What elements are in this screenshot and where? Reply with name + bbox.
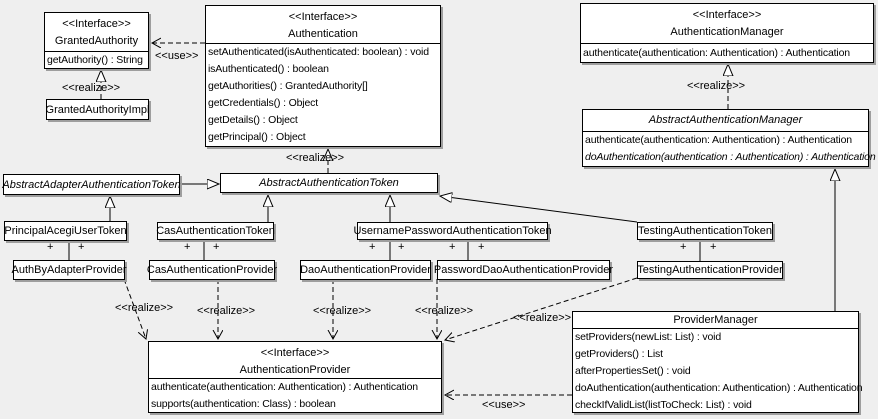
class-password-dao-authentication-provider: PasswordDaoAuthenticationProvider (433, 260, 614, 280)
class-name: AuthenticationManager (670, 26, 784, 38)
realize-label: <<realize>> (513, 312, 572, 324)
class-name: PrincipalAcegiUserToken (4, 225, 127, 237)
class-name: ProviderManager (673, 314, 758, 326)
class-name: Authentication (288, 28, 358, 40)
realize-label: <<realize>> (687, 80, 746, 92)
class-testing-authentication-token: TestingAuthenticationToken (637, 222, 773, 240)
class-name: AuthByAdapterProvider (11, 264, 127, 276)
realize-label: <<realize>> (115, 302, 174, 314)
class-username-password-authentication-token: UsernamePasswordAuthenticationToken (353, 222, 552, 240)
multiplicity: + (398, 241, 405, 253)
method: setAuthenticated(isAuthenticated: boolea… (208, 46, 429, 58)
stereotype: <<Interface>> (260, 347, 330, 359)
realize-arrow-testing-authentication-provider (445, 277, 638, 340)
class-name: GrantedAuthorityImpl (45, 103, 150, 116)
class-authentication-provider: <<Interface>> AuthenticationProvider aut… (148, 341, 442, 413)
realize-label: <<realize>> (313, 305, 372, 317)
class-principal-acegi-user-token: PrincipalAcegiUserToken (4, 221, 127, 241)
class-name: CasAuthenticationToken (156, 225, 275, 237)
class-dao-authentication-provider: DaoAuthenticationProvider (300, 260, 431, 280)
class-name: AbstractAdapterAuthenticationToken (2, 178, 181, 191)
multiplicity: + (47, 241, 54, 253)
method: checkIfValidList(listToCheck: List) : vo… (575, 399, 752, 411)
class-name: CasAuthenticationProvider (146, 264, 278, 276)
class-name: TestingAuthenticationProvider (637, 264, 783, 276)
method: getPrincipal() : Object (208, 131, 306, 143)
method: setProviders(newList: List) : void (575, 331, 722, 343)
multiplicity: + (213, 241, 220, 253)
class-cas-authentication-token: CasAuthenticationToken (156, 222, 275, 240)
method: getProviders() : List (575, 348, 663, 360)
class-granted-authority: <<Interface>> GrantedAuthority getAuthor… (44, 12, 149, 69)
class-name: AuthenticationProvider (239, 364, 351, 376)
method: getAuthorities() : GrantedAuthority[] (208, 80, 368, 92)
multiplicity: + (478, 241, 485, 253)
class-name: UsernamePasswordAuthenticationToken (353, 225, 552, 237)
realize-label: <<realize>> (415, 305, 474, 317)
class-abstract-adapter-authentication-token: AbstractAdapterAuthenticationToken (2, 174, 181, 195)
stereotype: <<Interface>> (62, 18, 131, 30)
class-name: TestingAuthenticationToken (638, 225, 772, 237)
method: isAuthenticated() : boolean (208, 63, 329, 75)
method: authenticate(authentication: Authenticat… (585, 134, 852, 146)
method: getCredentials() : Object (208, 97, 319, 109)
method: getAuthority() : String (47, 54, 143, 66)
class-name: AbstractAuthenticationToken (259, 177, 399, 189)
use-label: <<use>> (155, 50, 199, 62)
method: doAuthentication(authentication : Authen… (585, 151, 876, 163)
multiplicity: + (710, 241, 717, 253)
realize-label: <<realize>> (62, 82, 121, 94)
realize-label: <<realize>> (197, 305, 256, 317)
multiplicity: + (369, 241, 376, 253)
method: authenticate(authentication: Authenticat… (151, 381, 418, 393)
method: doAuthentication(authentication: Authent… (575, 382, 863, 394)
class-testing-authentication-provider: TestingAuthenticationProvider (637, 261, 783, 279)
class-name: PasswordDaoAuthenticationProvider (433, 264, 614, 276)
method: supports(authentication: Class) : boolea… (151, 398, 336, 410)
method: afterPropertiesSet() : void (575, 365, 691, 377)
class-abstract-authentication-manager: AbstractAuthenticationManager authentica… (582, 109, 876, 167)
class-cas-authentication-provider: CasAuthenticationProvider (146, 260, 278, 280)
method: getDetails() : Object (208, 114, 298, 126)
realize-arrow-auth-by-adapter-provider (123, 278, 146, 339)
realize-label: <<realize>> (286, 152, 345, 164)
class-name: GrantedAuthority (54, 35, 139, 47)
use-label: <<use>> (482, 399, 526, 411)
multiplicity: + (449, 241, 456, 253)
class-name: DaoAuthenticationProvider (300, 264, 431, 276)
multiplicity: + (78, 241, 85, 253)
class-auth-by-adapter-provider: AuthByAdapterProvider (11, 260, 127, 280)
method: authenticate(authentication: Authenticat… (583, 47, 850, 59)
generalization-testing-authentication-token (440, 196, 638, 223)
class-abstract-authentication-token: AbstractAuthenticationToken (220, 173, 438, 193)
class-granted-authority-impl: GrantedAuthorityImpl (46, 99, 149, 120)
stereotype: <<Interface>> (692, 9, 762, 21)
class-authentication: <<Interface>> Authentication setAuthenti… (205, 5, 441, 147)
class-authentication-manager: <<Interface>> AuthenticationManager auth… (580, 3, 874, 63)
class-provider-manager: ProviderManager setProviders(newList: Li… (572, 311, 863, 413)
stereotype: <<Interface>> (288, 11, 358, 23)
multiplicity: + (680, 241, 687, 253)
multiplicity: + (184, 241, 191, 253)
class-name: AbstractAuthenticationManager (648, 114, 803, 126)
